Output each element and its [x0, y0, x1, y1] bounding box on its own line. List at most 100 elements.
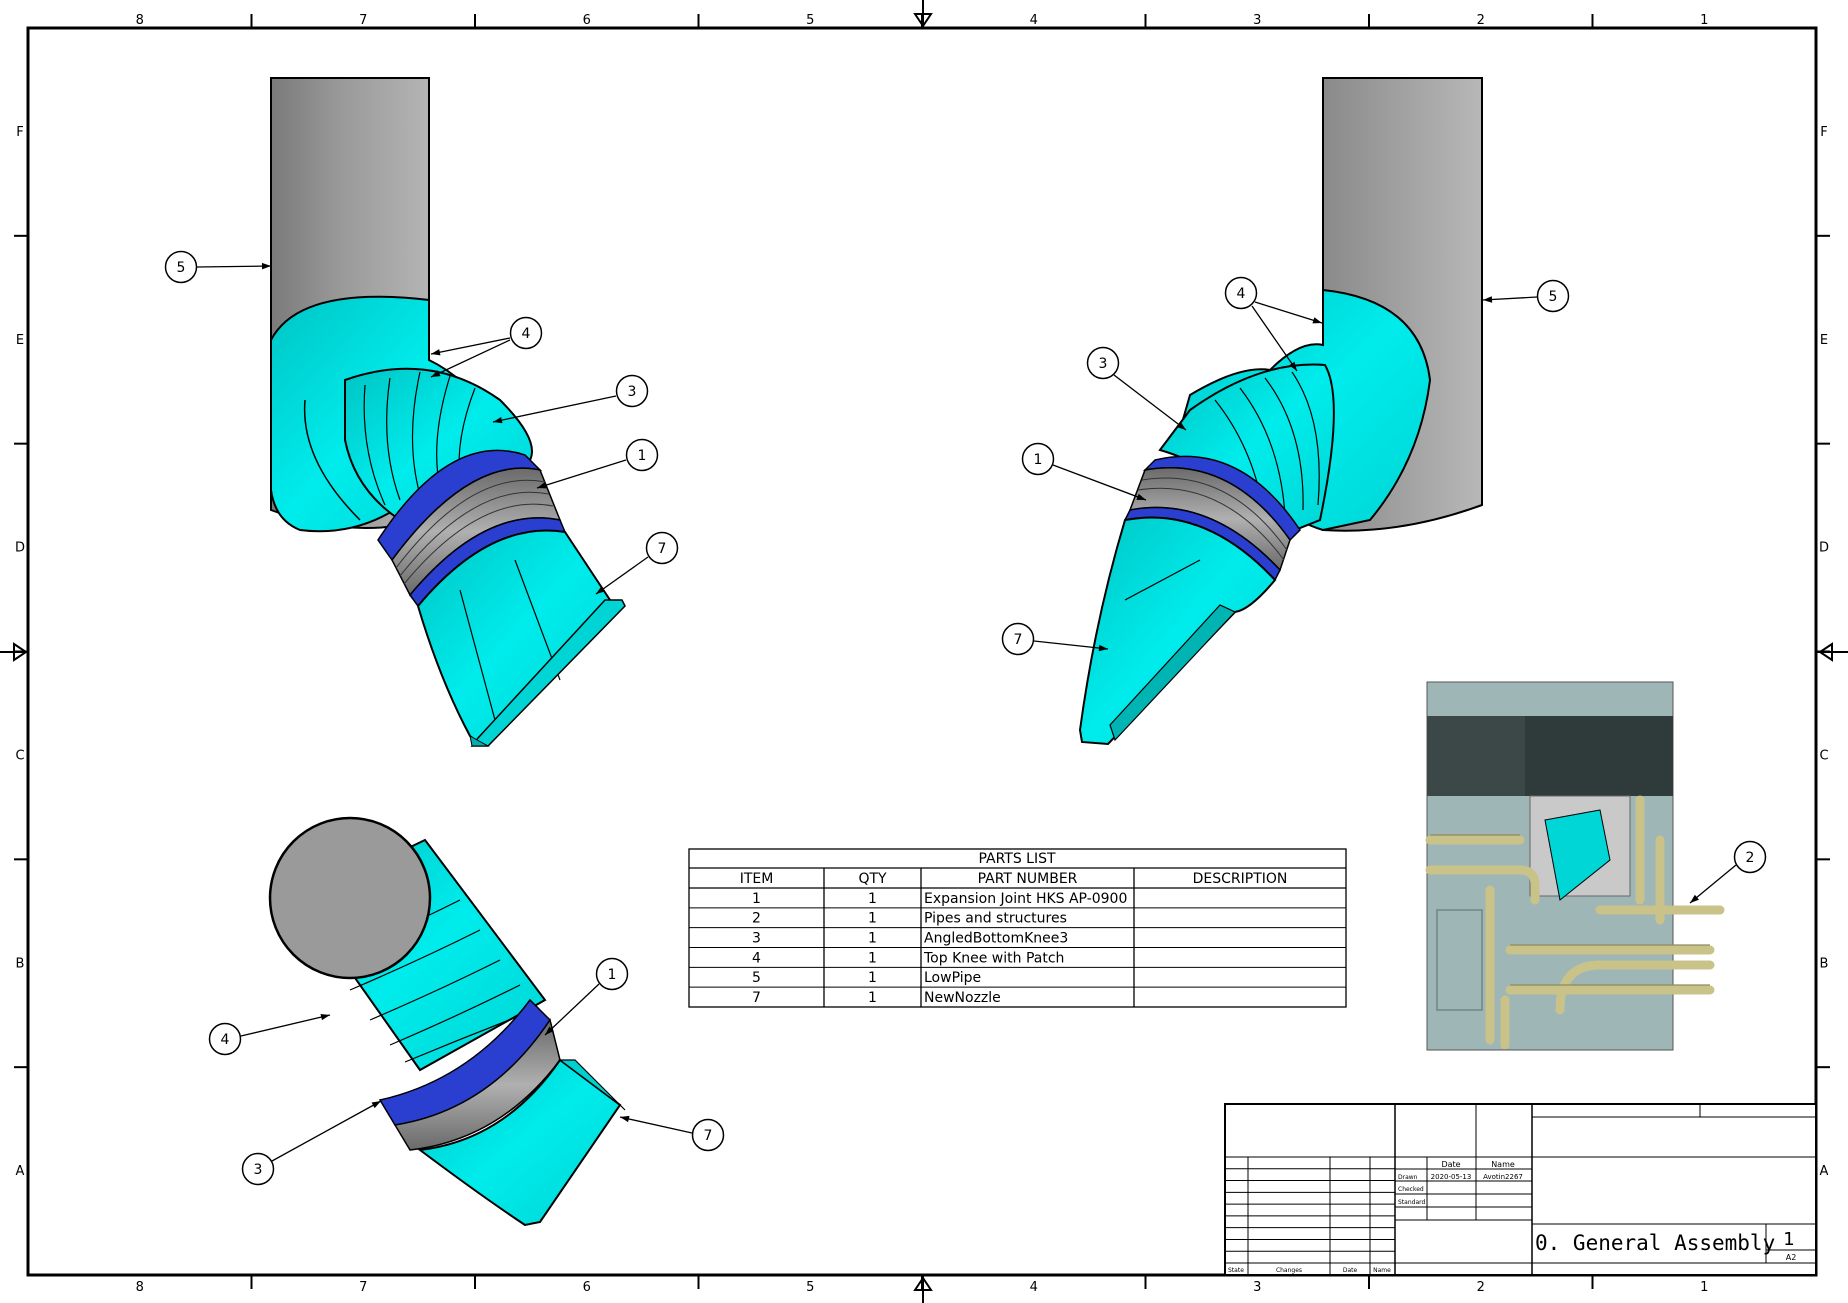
leader-line [1113, 374, 1187, 431]
parts-list-cell: 3 [752, 931, 761, 947]
parts-list-header: PART NUMBER [978, 871, 1078, 887]
leader-line [430, 337, 511, 355]
leader-line [492, 395, 617, 423]
zone-row-label: E [1820, 333, 1828, 348]
leader-line [1033, 640, 1109, 650]
item-balloon: 7 [1001, 622, 1035, 656]
leader-line [430, 339, 511, 378]
zone-row-label: C [1819, 748, 1828, 763]
item-balloon: 2 [1733, 840, 1767, 874]
drawn-name: Avotin2267 [1483, 1173, 1523, 1181]
zone-row-label: D [15, 541, 25, 556]
parts-list-cell: Expansion Joint HKS AP-0900 [924, 891, 1127, 907]
parts-list-cell: 5 [752, 970, 761, 986]
state-label: State [1228, 1267, 1244, 1274]
balloon-number: 4 [1237, 286, 1246, 302]
view-front-right [1078, 77, 1483, 746]
leader-arrowhead [545, 1026, 554, 1035]
zone-column-label: 6 [583, 1280, 591, 1295]
item-balloon: 3 [615, 374, 649, 408]
zone-column-label: 8 [136, 13, 144, 28]
zone-column-label: 5 [806, 1280, 814, 1295]
parts-list-cell: AngledBottomKnee3 [924, 931, 1068, 947]
zone-column-label: 6 [583, 13, 591, 28]
zone-column-label: 3 [1253, 13, 1261, 28]
changes-label: Changes [1276, 1267, 1302, 1274]
parts-list-cell: 1 [868, 891, 877, 907]
checked-label: Checked [1398, 1186, 1424, 1193]
leader-arrowhead [620, 1115, 630, 1123]
zone-column-label: 1 [1700, 1280, 1708, 1295]
leader-arrowhead [261, 262, 271, 270]
parts-list-cell: NewNozzle [924, 990, 1001, 1006]
item-balloon: 4 [1224, 276, 1258, 310]
parts-list-cell: 1 [868, 950, 877, 966]
leader-arrowhead [1312, 317, 1322, 324]
item-balloon: 3 [241, 1152, 275, 1186]
parts-list-header: DESCRIPTION [1193, 871, 1288, 887]
leader-line [619, 1116, 693, 1134]
standard-label: Standard [1398, 1199, 1425, 1206]
parts-list-cell: 1 [868, 931, 877, 947]
title-block [1224, 1103, 1817, 1276]
parts-list-header: ITEM [740, 871, 774, 887]
low-pipe-end-circle [268, 816, 432, 980]
leader-line [240, 1014, 331, 1037]
parts-list-title: PARTS LIST [978, 851, 1056, 867]
leader-arrowhead [371, 1101, 381, 1109]
item-balloon: 1 [595, 957, 629, 991]
leader-line [1482, 296, 1538, 301]
item-balloon: 4 [509, 316, 543, 350]
title-block-text: Date Name Drawn Checked Standard 2020-05… [1228, 1160, 1796, 1274]
view-top [268, 816, 626, 1227]
zone-row-label: F [16, 125, 23, 140]
parts-list-header: QTY [858, 871, 887, 887]
parts-list-cell: Pipes and structures [924, 911, 1067, 927]
view-front-left [270, 77, 626, 747]
parts-list-cell: 1 [868, 911, 877, 927]
parts-list-cell: 1 [868, 970, 877, 986]
item-balloon: 7 [691, 1118, 725, 1152]
name-header: Name [1491, 1160, 1515, 1169]
balloon-number: 3 [1099, 356, 1108, 372]
balloon-number: 4 [522, 326, 531, 342]
zone-row-label: A [16, 1164, 25, 1179]
balloon-leaders [196, 262, 1737, 1162]
leader-arrowhead [1483, 296, 1493, 303]
zone-column-label: 4 [1030, 1280, 1038, 1295]
drawn-date: 2020-05-13 [1431, 1173, 1472, 1181]
zone-row-label: B [1820, 956, 1829, 971]
zone-row-label: F [1820, 125, 1827, 140]
zone-column-label: 1 [1700, 13, 1708, 28]
leader-arrowhead [431, 370, 441, 377]
leader-line [1251, 305, 1298, 372]
leader-line [595, 556, 649, 595]
drawn-label: Drawn [1398, 1174, 1418, 1181]
new-nozzle [416, 529, 612, 744]
item-balloon: 5 [1536, 279, 1570, 313]
sheet-number: 1 [1783, 1229, 1794, 1250]
zone-column-label: 7 [359, 13, 367, 28]
parts-list-cell: 2 [752, 911, 761, 927]
leader-arrowhead [596, 586, 606, 594]
leader-arrowhead [1176, 421, 1186, 430]
leader-arrowhead [1289, 361, 1297, 371]
leader-arrowhead [537, 482, 547, 489]
zone-row-label: A [1820, 1164, 1829, 1179]
angled-bottom-knee [344, 367, 533, 522]
balloon-number: 1 [1034, 452, 1043, 468]
bellows-top-view [393, 1018, 561, 1151]
leader-arrowhead [493, 417, 503, 424]
parts-list-cell: 7 [752, 990, 761, 1006]
item-balloon: 1 [625, 438, 659, 472]
zone-column-label: 2 [1477, 13, 1485, 28]
zone-column-label: 3 [1253, 1280, 1261, 1295]
leader-arrowhead [1690, 894, 1699, 903]
leader-line [1689, 864, 1737, 904]
leader-arrowhead [431, 349, 441, 356]
zone-row-label: C [15, 748, 24, 763]
balloon-number: 5 [1549, 289, 1558, 305]
